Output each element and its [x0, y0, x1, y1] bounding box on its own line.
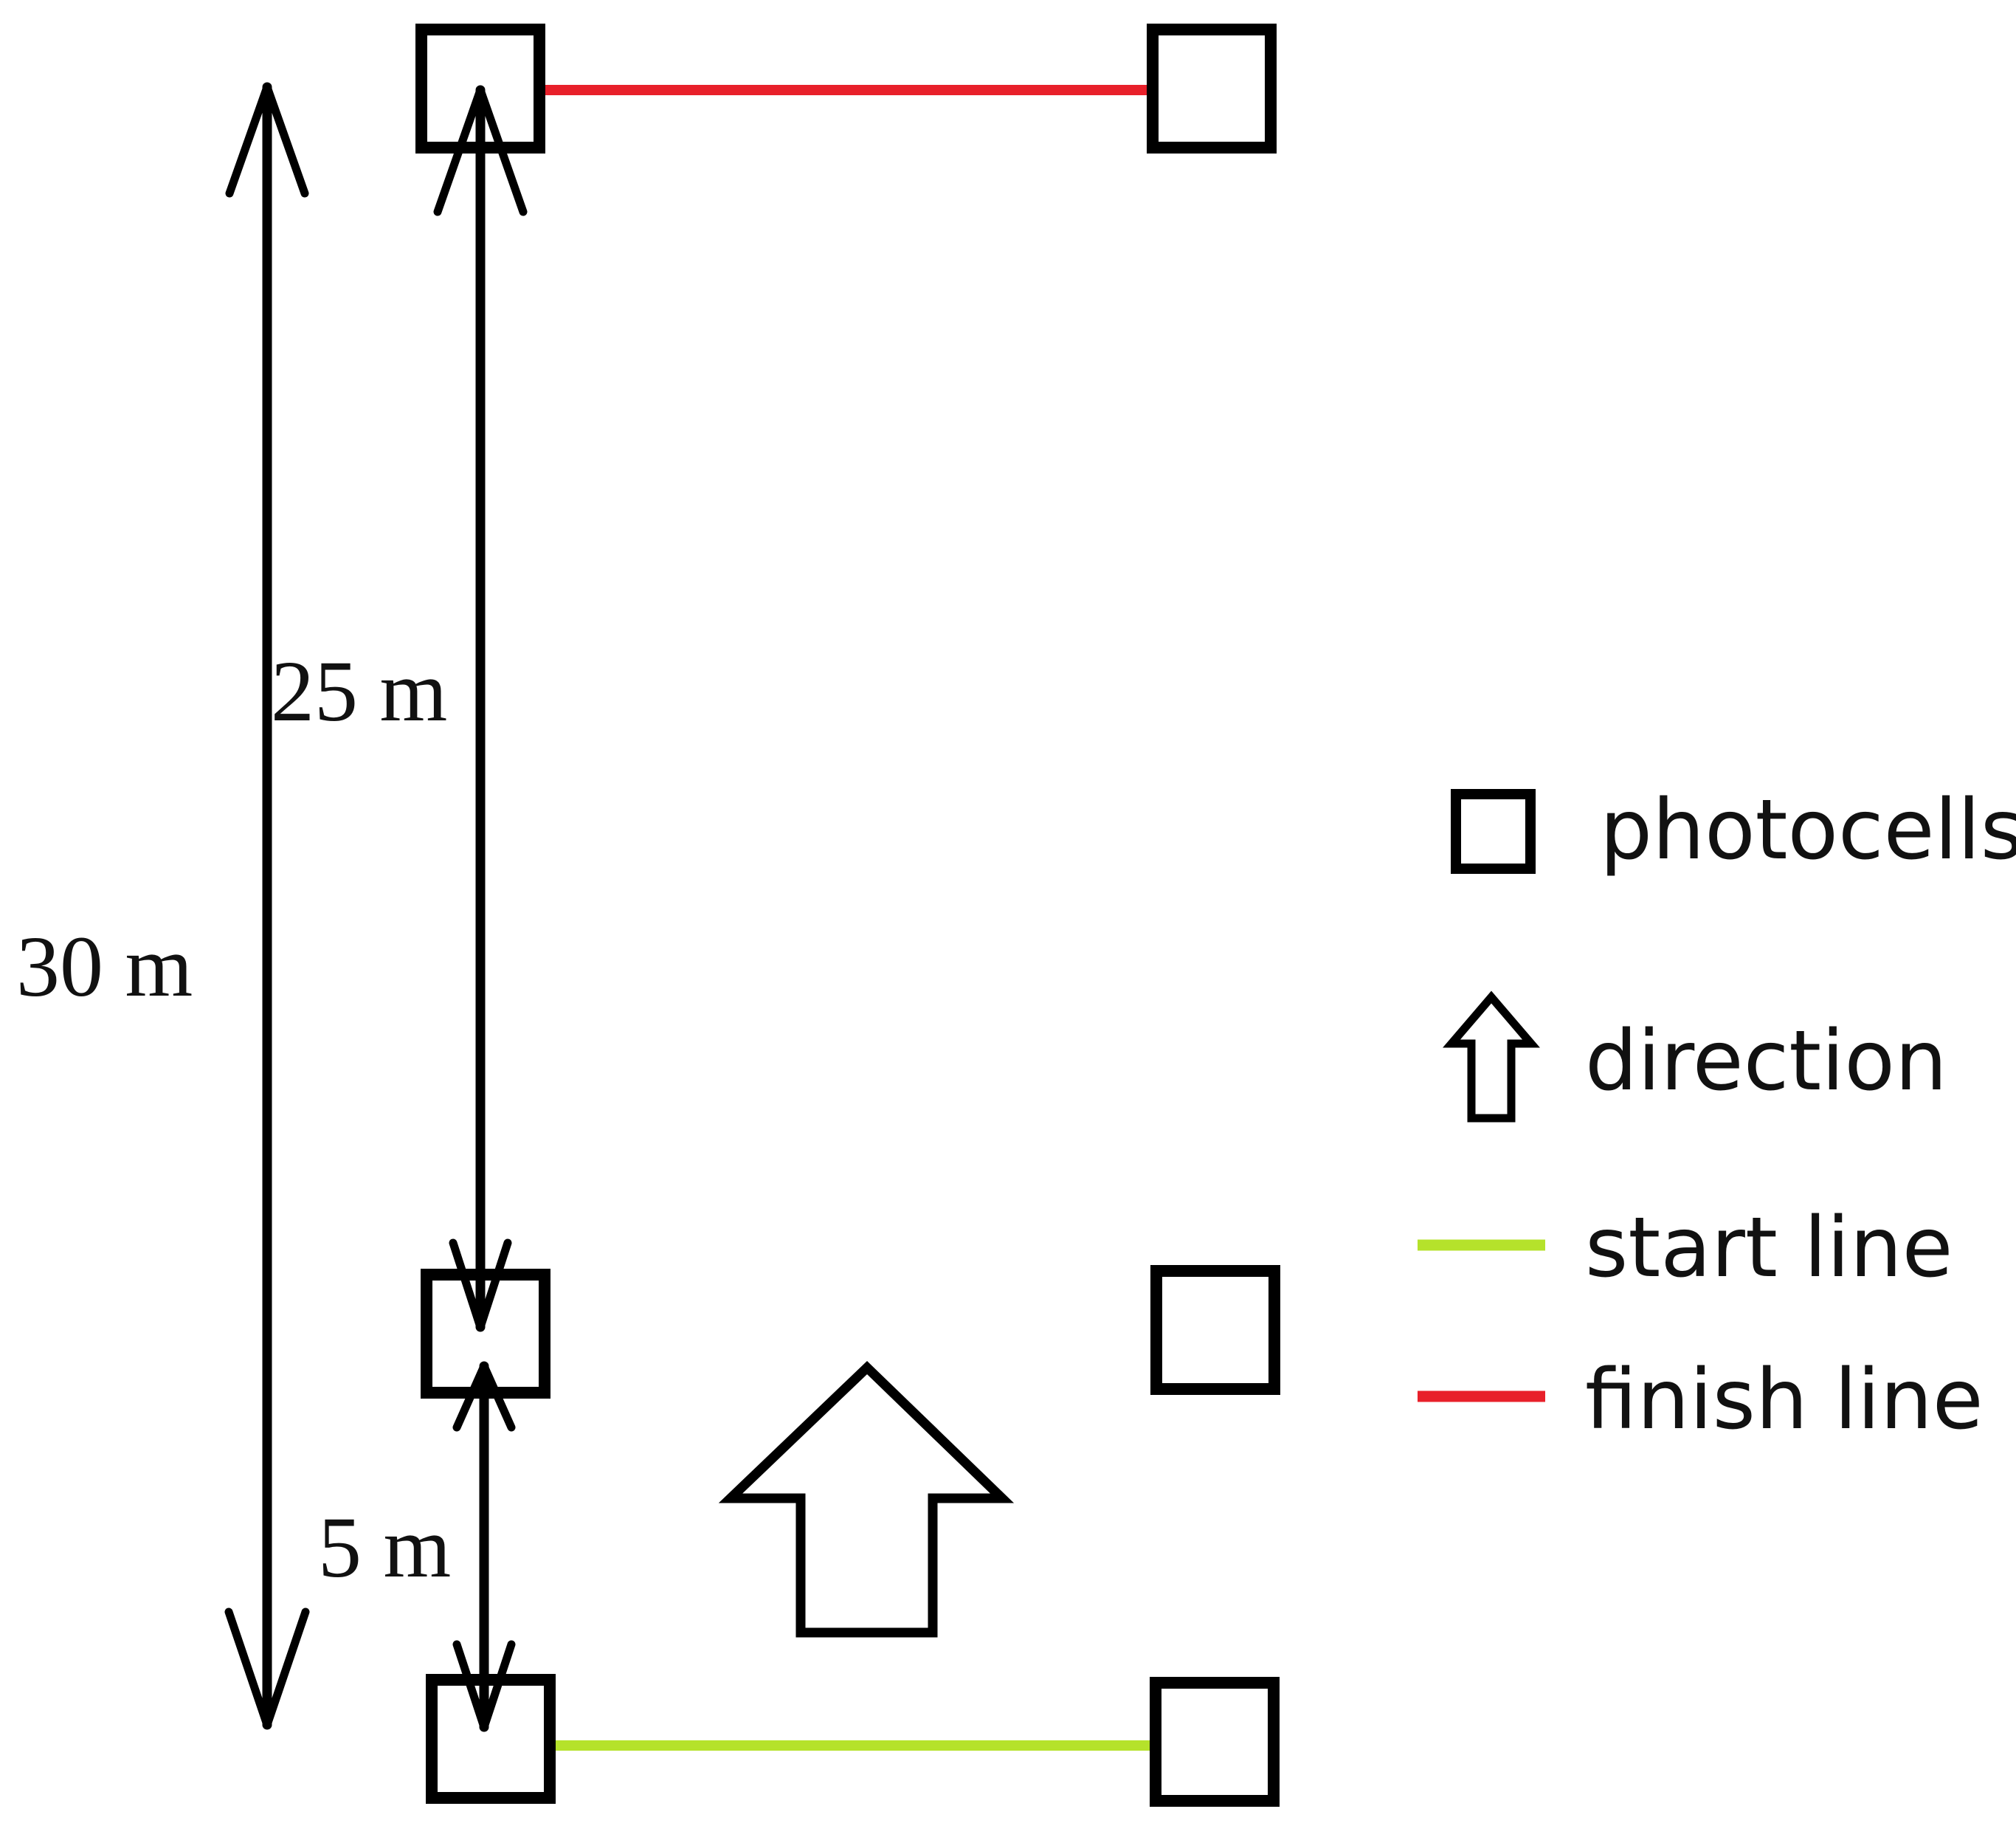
photocell-mid-right — [1150, 1265, 1280, 1395]
photocell-start-right — [1150, 1677, 1280, 1807]
legend-photocell-icon — [1451, 789, 1536, 874]
dimension-5m-arrow — [452, 1361, 516, 1732]
legend-start-line-label: start line — [1585, 1200, 1953, 1296]
dimension-5m-label: 5 m — [318, 1499, 451, 1596]
legend-finish-line-label: finish line — [1585, 1352, 1984, 1448]
legend-direction-label: direction — [1585, 1013, 1947, 1109]
dimension-30m-label: 30 m — [16, 918, 193, 1015]
direction-arrow-icon — [718, 1360, 1015, 1638]
photocell-finish-right — [1147, 24, 1277, 154]
legend: photocells direction start line finish l… — [1418, 782, 2016, 1448]
dimension-25m-label: 25 m — [271, 643, 447, 740]
legend-direction-icon — [1443, 990, 1540, 1123]
legend-photocells-label: photocells — [1600, 782, 2016, 878]
dimension-30m-arrow — [224, 82, 310, 1730]
dimension-25m-arrow — [433, 85, 528, 1332]
